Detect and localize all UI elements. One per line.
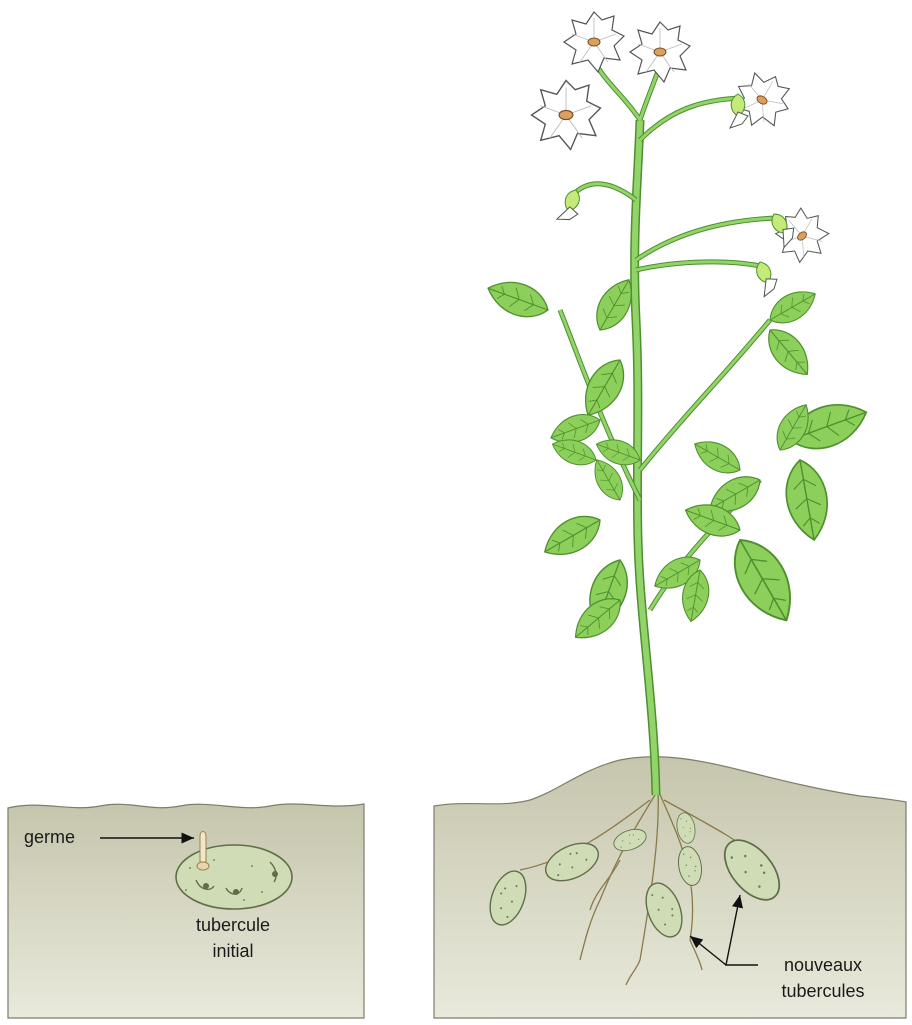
- flower-buds: [557, 94, 800, 297]
- initial-tuber-label-line2: initial: [172, 940, 294, 962]
- initial-tuber: [176, 845, 292, 909]
- new-tubers-label-line2: tubercules: [760, 980, 886, 1002]
- leaves: [483, 273, 873, 649]
- initial-tuber-label-line1: tubercule: [172, 914, 294, 936]
- new-tubers-label-line1: nouveaux: [760, 954, 886, 976]
- germ-label: germe: [24, 826, 75, 848]
